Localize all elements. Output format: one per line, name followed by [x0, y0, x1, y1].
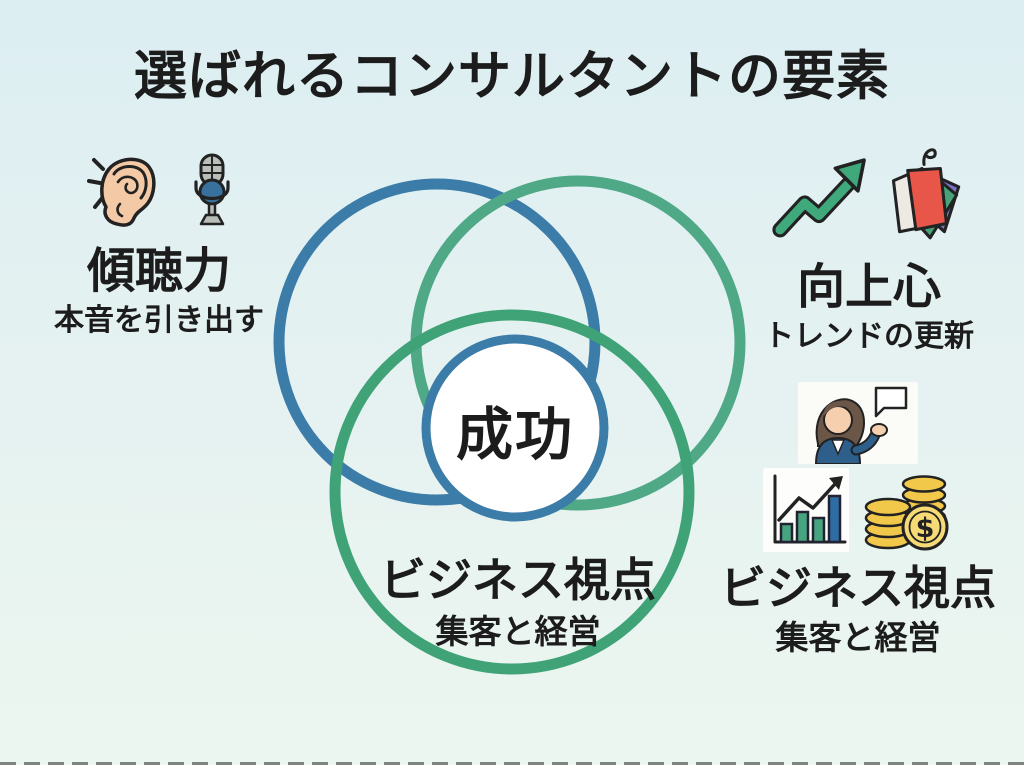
listening-icon-row: [85, 152, 233, 232]
section-business: $ ビジネス視点 集客と経営: [720, 382, 996, 658]
ambition-icon-row: [771, 142, 967, 248]
ear-icon: [87, 157, 156, 227]
clothes-hanger-icon: [891, 148, 961, 240]
center-success-circle: [421, 334, 609, 522]
venn-circle-blue: [273, 178, 601, 506]
section-business-overlay: ビジネス視点 集客と経営: [368, 556, 668, 651]
ambition-subtitle: トレンドの更新: [764, 319, 974, 355]
success-label: 成功: [456, 402, 574, 468]
venn-circle-green-bottom: [329, 309, 695, 675]
business-title: ビジネス視点: [720, 561, 996, 615]
ambition-title: 向上心: [796, 259, 941, 315]
growth-arrow-icon: [772, 158, 866, 238]
listening-subtitle: 本音を引き出す: [54, 303, 264, 339]
page-title: 選ばれるコンサルタントの要素: [134, 46, 890, 107]
business-subtitle: 集客と経営: [775, 618, 941, 658]
section-listening: 傾聴力 本音を引き出す: [34, 152, 284, 337]
microphone-icon: [194, 153, 230, 226]
listening-title: 傾聴力: [86, 243, 231, 299]
business-overlay-title: ビジネス視点: [380, 553, 656, 607]
bar-chart-icon: [763, 468, 849, 552]
business-icon-row: $: [763, 468, 953, 552]
bottom-edge-artifact: [0, 762, 1024, 765]
presenter-icon: [798, 382, 918, 464]
coins-icon: $: [864, 475, 949, 551]
section-ambition: 向上心 トレンドの更新: [740, 142, 998, 353]
business-overlay-subtitle: 集客と経営: [435, 612, 601, 652]
dollar-symbol: $: [916, 513, 935, 544]
